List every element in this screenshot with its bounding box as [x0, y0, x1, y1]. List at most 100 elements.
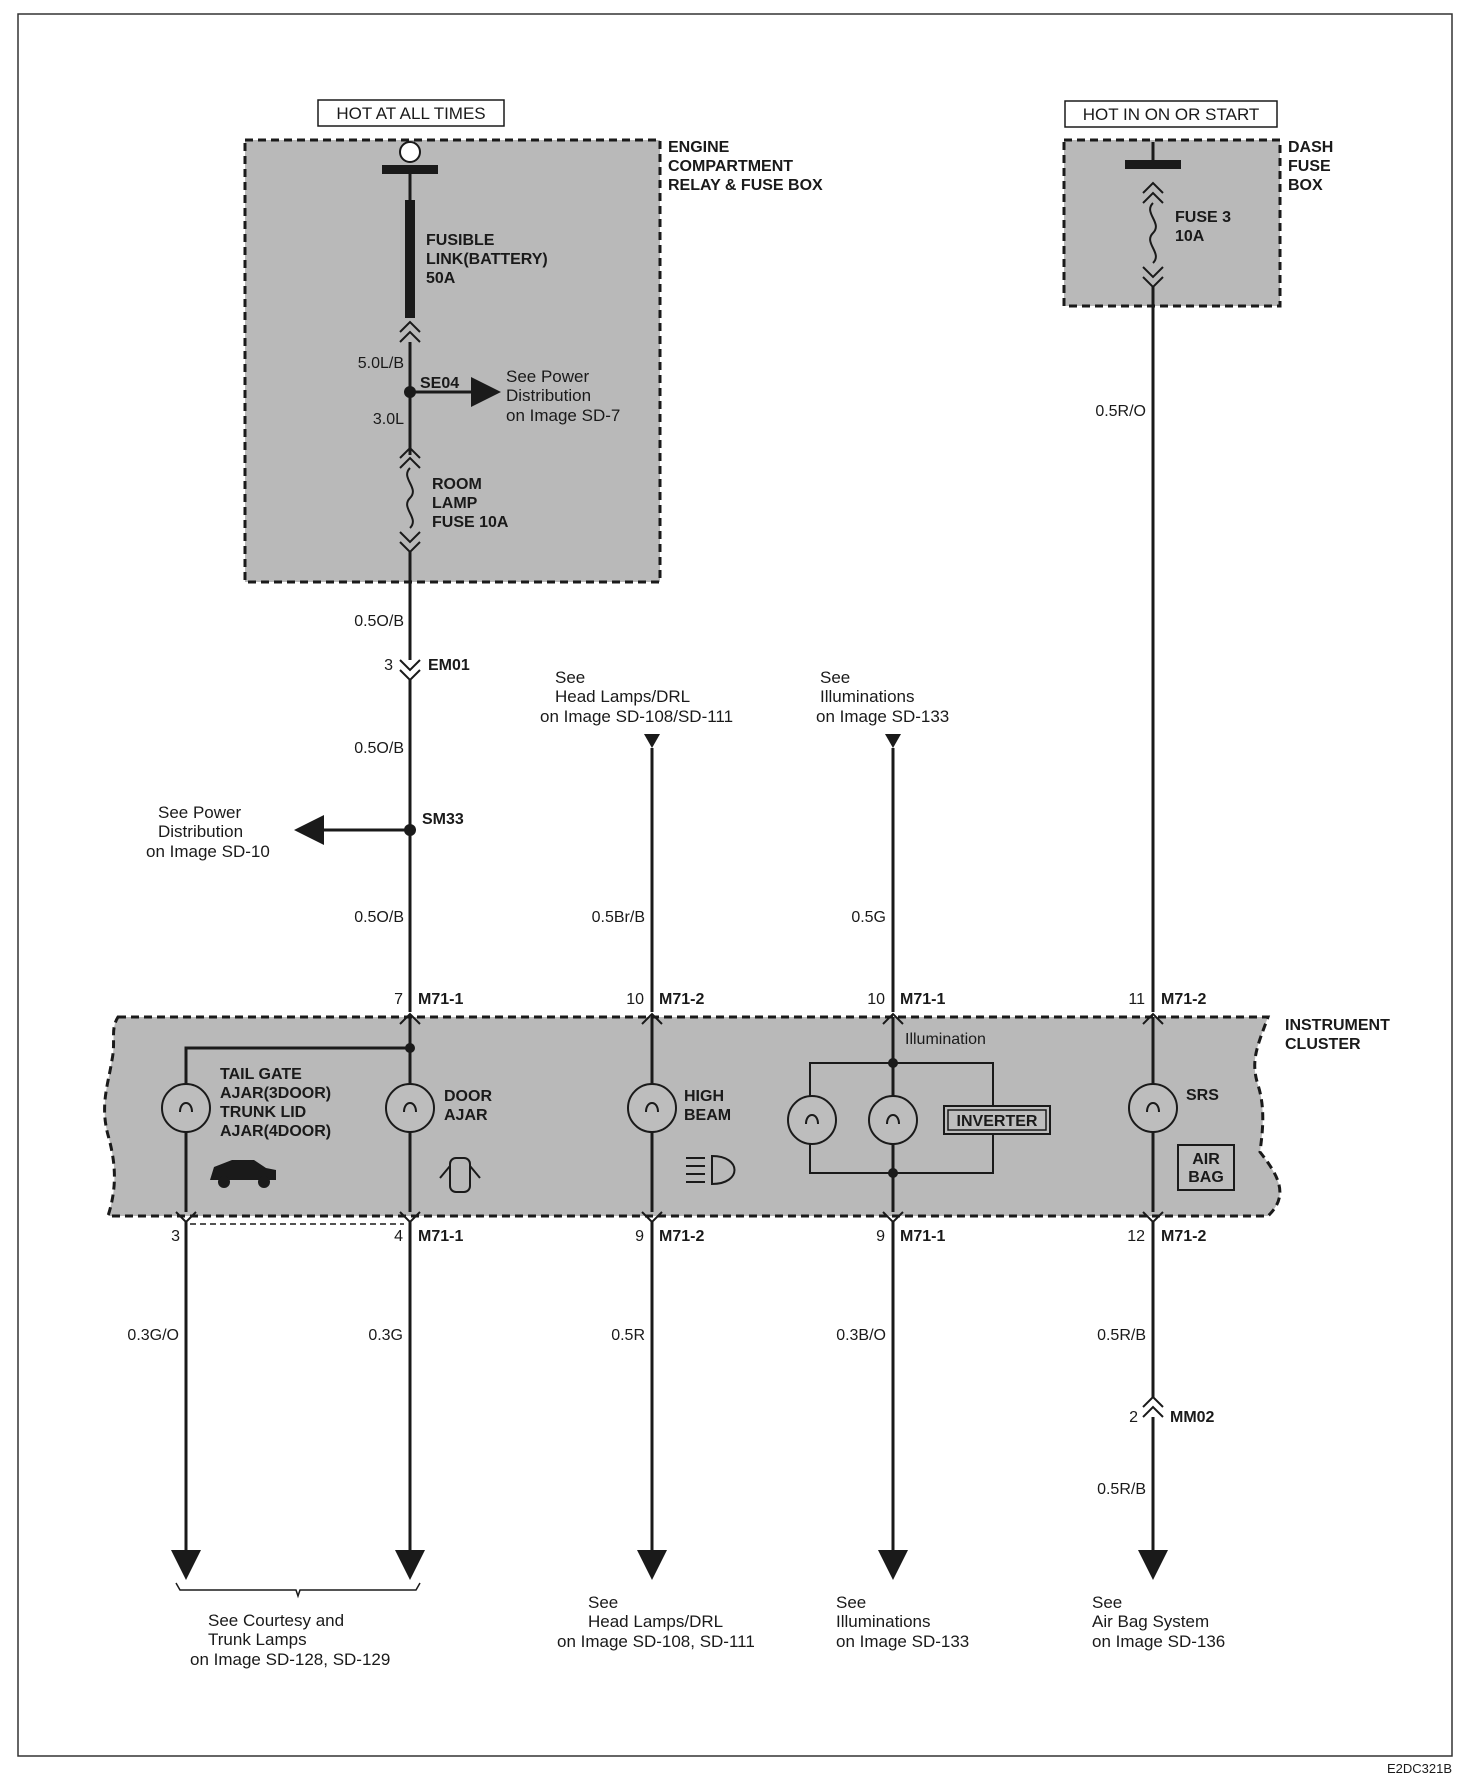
inverter-box-inner [947, 1109, 1047, 1131]
tailgate-label: AJAR(4DOOR) [220, 1123, 331, 1140]
fusible-label-2: LINK(BATTERY) [426, 251, 548, 268]
ref-text: See [820, 668, 850, 687]
connector-chevron-icon [399, 1012, 421, 1025]
illumination-lamp-icon [868, 1095, 918, 1145]
entry-arrow-icon [644, 734, 660, 748]
connector-label: M71-2 [659, 991, 704, 1008]
ref-text: See [588, 1593, 618, 1612]
ref-text: Head Lamps/DRL [555, 687, 690, 706]
battery-terminal-icon [399, 141, 421, 163]
fuse-3-icon [1149, 202, 1157, 264]
high-beam-symbol-icon [686, 1154, 736, 1186]
wire-label: 3.0L [373, 411, 404, 428]
hot-in-on-or-start-label: HOT IN ON OR START [1083, 105, 1260, 124]
fusible-label-3: 50A [426, 270, 456, 287]
ref-text: Distribution [158, 822, 243, 841]
high-beam-lamp-filament [645, 1102, 659, 1113]
door-ajar-label: AJAR [444, 1107, 488, 1124]
srs-lamp-icon [1128, 1083, 1178, 1133]
ref-text: Illuminations [820, 687, 915, 706]
fusible-link-icon [405, 200, 415, 318]
car-icon [210, 1160, 276, 1188]
tailgate-circuit-wire [184, 1046, 410, 1212]
room-lamp-fuse-icon [406, 467, 414, 529]
ref-text: on Image SD-7 [506, 406, 620, 425]
tailgate-lamp-icon [161, 1083, 211, 1133]
ref-text: See Courtesy and [208, 1611, 344, 1630]
ref-text: See Power [158, 803, 241, 822]
fusible-label-1: FUSIBLE [426, 232, 495, 249]
connector-chevron-icon [1142, 181, 1164, 204]
airbag-label: AIR [1192, 1151, 1220, 1168]
door-open-icon [439, 1157, 481, 1193]
ref-text: on Image SD-136 [1092, 1632, 1225, 1651]
engine-box-label-3: RELAY & FUSE BOX [668, 177, 823, 194]
ref-text: See [1092, 1593, 1122, 1612]
ref-text: on Image SD-133 [836, 1632, 969, 1651]
illumination-label: Illumination [905, 1031, 986, 1048]
pin-number: 2 [1129, 1409, 1138, 1426]
connector-chevron-icon [1142, 1012, 1164, 1025]
tailgate-lamp-filament [179, 1102, 193, 1113]
engine-box-label-2: COMPARTMENT [668, 158, 793, 175]
entry-arrow-icon [885, 734, 901, 748]
inverter-label: INVERTER [957, 1113, 1038, 1130]
ref-text: See Power [506, 367, 589, 386]
connector-label: M71-1 [418, 1228, 463, 1245]
dash-bus-bar [1125, 160, 1181, 169]
pin-number: 3 [384, 657, 393, 674]
connector-label: M71-1 [900, 1228, 945, 1245]
pin-number: 9 [876, 1228, 885, 1245]
connector-chevron-icon [399, 446, 421, 469]
connector-label: M71-1 [900, 991, 945, 1008]
ref-text: Distribution [506, 386, 591, 405]
high-beam-lamp-icon [627, 1083, 677, 1133]
ref-text: on Image SD-108/SD-111 [540, 707, 733, 726]
illumination-lamp-filament [886, 1114, 900, 1125]
hot-at-all-times-box [317, 99, 505, 127]
ref-text: Head Lamps/DRL [588, 1612, 723, 1631]
wire-label: 0.5O/B [354, 909, 404, 926]
hot-at-all-times-label: HOT AT ALL TIMES [336, 104, 485, 123]
battery-bus-bar [382, 165, 438, 174]
wire-label: 0.5O/B [354, 613, 404, 630]
ref-text: Air Bag System [1092, 1612, 1209, 1631]
splice-dot [888, 1168, 898, 1178]
ref-text: See [555, 668, 585, 687]
connector-label: M71-1 [418, 991, 463, 1008]
wire-label: 0.3G/O [127, 1327, 179, 1344]
connector-label: M71-2 [1161, 991, 1206, 1008]
connector-label: M71-2 [659, 1228, 704, 1245]
wire-label: 0.5G [851, 909, 886, 926]
dash-box-label-2: FUSE [1288, 158, 1331, 175]
wire-label: 5.0L/B [358, 355, 404, 372]
pin-number: 7 [394, 991, 403, 1008]
pin-number: 12 [1127, 1228, 1145, 1245]
cluster-label-1: INSTRUMENT [1285, 1017, 1390, 1034]
connector-chevron-icon [399, 659, 421, 682]
dash-box-label-1: DASH [1288, 139, 1333, 156]
fuse-3-label-1: FUSE 3 [1175, 209, 1231, 226]
connector-label: EM01 [428, 657, 470, 674]
splice-label: SM33 [422, 811, 464, 828]
illumination-lamp-icon [787, 1095, 837, 1145]
connector-chevron-icon [641, 1012, 663, 1025]
ref-text: on Image SD-128, SD-129 [190, 1650, 390, 1669]
engine-box-label-1: ENGINE [668, 139, 730, 156]
high-beam-label: HIGH [684, 1088, 724, 1105]
airbag-label: BAG [1188, 1169, 1224, 1186]
wire-label: 0.5R/B [1097, 1327, 1146, 1344]
wire-label: 0.5O/B [354, 740, 404, 757]
pin-number: 10 [626, 991, 644, 1008]
tailgate-label: TRUNK LID [220, 1104, 306, 1121]
pin-number: 10 [867, 991, 885, 1008]
connector-chevron-icon [882, 1012, 904, 1025]
ref-text: on Image SD-108, SD-111 [557, 1632, 755, 1651]
courtesy-bracket [175, 1582, 421, 1599]
ref-text: Illuminations [836, 1612, 931, 1631]
engine-compartment-box [243, 138, 662, 584]
splice-label: SE04 [420, 375, 459, 392]
instrument-cluster-box [103, 1015, 1282, 1218]
